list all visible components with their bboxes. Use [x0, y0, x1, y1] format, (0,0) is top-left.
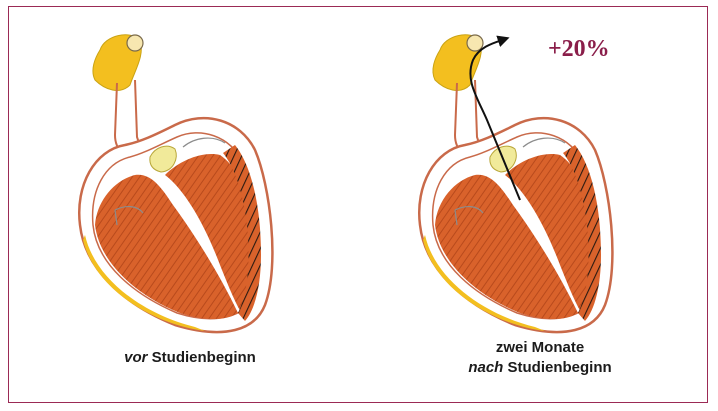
- caption-after-line1: zwei Monate: [435, 338, 645, 358]
- heart-panel-after: [395, 25, 655, 345]
- caption-after: zwei Monate nach Studienbeginn: [435, 338, 645, 378]
- caption-after-line2: nach Studienbeginn: [435, 358, 645, 378]
- heart-panel-before: [55, 25, 315, 345]
- caption-before-rest: Studienbeginn: [148, 349, 256, 366]
- caption-after-em: nach: [468, 359, 503, 376]
- change-label: +20%: [548, 36, 610, 63]
- caption-before: vor Studienbeginn: [85, 348, 295, 368]
- heart-illustration-icon: [395, 25, 655, 345]
- caption-after-rest: Studienbeginn: [503, 359, 611, 376]
- caption-before-em: vor: [124, 349, 147, 366]
- heart-illustration-icon: [55, 25, 315, 345]
